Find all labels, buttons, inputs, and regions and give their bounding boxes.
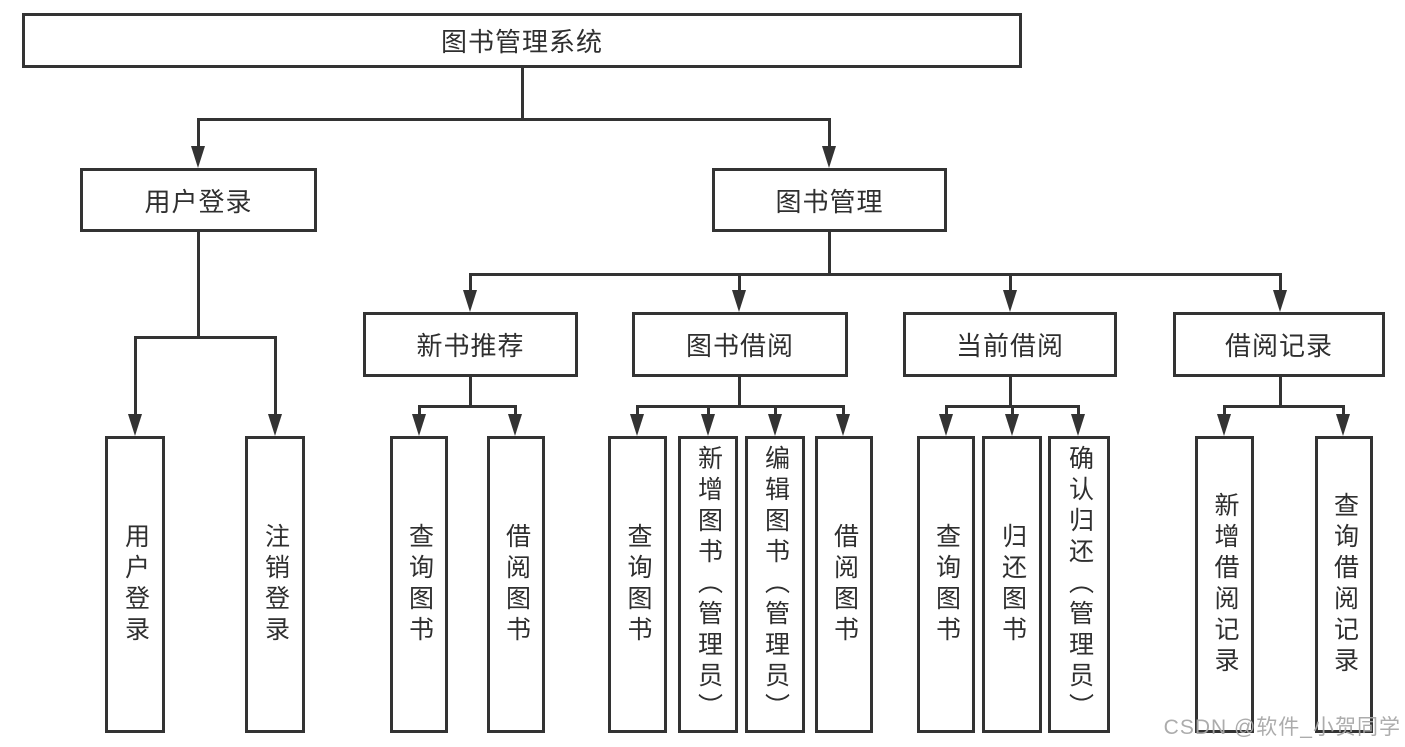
arrow-down-icon: [268, 414, 282, 436]
leaf-borrow-books-borrowing: 借阅图书: [815, 436, 873, 733]
connector-vline: [774, 405, 777, 414]
arrow-down-icon: [630, 414, 644, 436]
connector-vline: [418, 405, 421, 414]
leaf-query-books-recommend: 查询图书: [390, 436, 448, 733]
leaf-query-books-borrowing: 查询图书: [608, 436, 667, 733]
connector-hline: [134, 336, 277, 339]
connector-vline: [842, 405, 845, 414]
leaf-query-borrow-record-label: 查询借阅记录: [1330, 491, 1359, 678]
connector-vline: [1342, 405, 1345, 414]
connector-hline: [197, 118, 831, 121]
connector-vline: [1011, 405, 1014, 414]
node-borrowing-records-label: 借阅记录: [1224, 331, 1333, 361]
arrow-down-icon: [508, 414, 522, 436]
node-current-borrowing-label: 当前借阅: [955, 331, 1064, 361]
arrow-down-icon: [701, 414, 715, 436]
leaf-borrow-books-borrowing-label: 借阅图书: [830, 522, 859, 647]
arrow-down-icon: [1217, 414, 1231, 436]
connector-vline: [1009, 273, 1012, 290]
leaf-query-books-borrowing-label: 查询图书: [624, 522, 652, 647]
connector-vline: [469, 273, 472, 290]
arrow-down-icon: [768, 414, 782, 436]
leaf-return-book-label: 归还图书: [998, 522, 1027, 647]
leaf-user-login-label: 用户登录: [121, 522, 150, 647]
node-new-book-recommendation: 新书推荐: [363, 312, 578, 377]
node-new-book-recommendation-label: 新书推荐: [416, 331, 525, 361]
connector-vline: [828, 232, 831, 273]
leaf-confirm-return-admin: 确认归还（管理员）: [1048, 436, 1110, 733]
leaf-add-borrow-record: 新增借阅记录: [1195, 436, 1254, 733]
connector-vline: [1279, 273, 1282, 290]
node-borrowing-records: 借阅记录: [1173, 312, 1385, 377]
connector-hline: [1223, 405, 1345, 408]
node-book-borrowing: 图书借阅: [632, 312, 848, 377]
leaf-query-books-current-label: 查询图书: [932, 522, 961, 647]
connector-vline: [134, 336, 137, 414]
leaf-edit-book-admin: 编辑图书（管理员）: [745, 436, 805, 733]
leaf-logout: 注销登录: [245, 436, 305, 733]
connector-vline: [197, 118, 200, 146]
arrow-down-icon: [463, 290, 477, 312]
connector-vline: [521, 68, 524, 118]
arrow-down-icon: [412, 414, 426, 436]
arrow-down-icon: [1336, 414, 1350, 436]
arrow-down-icon: [822, 146, 836, 168]
connector-vline: [1009, 377, 1012, 405]
arrow-down-icon: [1005, 414, 1019, 436]
leaf-query-borrow-record: 查询借阅记录: [1315, 436, 1373, 733]
leaf-add-book-admin-label: 新增图书（管理员）: [694, 445, 723, 724]
leaf-query-books-recommend-label: 查询图书: [405, 522, 434, 647]
arrow-down-icon: [732, 290, 746, 312]
leaf-user-login: 用户登录: [105, 436, 165, 733]
node-user-login: 用户登录: [80, 168, 317, 232]
arrow-down-icon: [1273, 290, 1287, 312]
arrow-down-icon: [939, 414, 953, 436]
leaf-query-books-current: 查询图书: [917, 436, 975, 733]
arrow-down-icon: [1003, 290, 1017, 312]
connector-hline: [636, 405, 844, 408]
connector-hline: [418, 405, 517, 408]
leaf-return-book: 归还图书: [982, 436, 1042, 733]
watermark: CSDN @软件_小贺同学: [1163, 716, 1401, 739]
connector-vline: [1279, 377, 1282, 405]
node-book-management-label: 图书管理: [775, 186, 884, 217]
connector-vline: [738, 377, 741, 405]
connector-vline: [636, 405, 639, 414]
leaf-logout-label: 注销登录: [261, 522, 290, 647]
arrow-down-icon: [1071, 414, 1085, 436]
leaf-borrow-books-recommend-label: 借阅图书: [502, 522, 531, 647]
node-current-borrowing: 当前借阅: [903, 312, 1117, 377]
arrow-down-icon: [128, 414, 142, 436]
connector-vline: [1223, 405, 1226, 414]
connector-vline: [828, 118, 831, 146]
connector-hline: [469, 273, 1281, 276]
leaf-confirm-return-admin-label: 确认归还（管理员）: [1065, 445, 1094, 724]
leaf-add-book-admin: 新增图书（管理员）: [678, 436, 738, 733]
node-user-login-label: 用户登录: [144, 186, 253, 217]
node-library-management-system: 图书管理系统: [22, 13, 1022, 68]
arrow-down-icon: [836, 414, 850, 436]
node-book-management: 图书管理: [712, 168, 947, 232]
connector-vline: [738, 273, 741, 290]
connector-vline: [514, 405, 517, 414]
node-library-management-system-label: 图书管理系统: [440, 27, 603, 57]
connector-vline: [707, 405, 710, 414]
leaf-borrow-books-recommend: 借阅图书: [487, 436, 545, 733]
node-book-borrowing-label: 图书借阅: [685, 331, 794, 361]
leaf-add-borrow-record-label: 新增借阅记录: [1211, 491, 1239, 678]
connector-vline: [197, 232, 200, 336]
connector-vline: [945, 405, 948, 414]
connector-vline: [1077, 405, 1080, 414]
arrow-down-icon: [191, 146, 205, 168]
leaf-edit-book-admin-label: 编辑图书（管理员）: [761, 445, 790, 724]
connector-vline: [274, 336, 277, 414]
connector-vline: [469, 377, 472, 405]
